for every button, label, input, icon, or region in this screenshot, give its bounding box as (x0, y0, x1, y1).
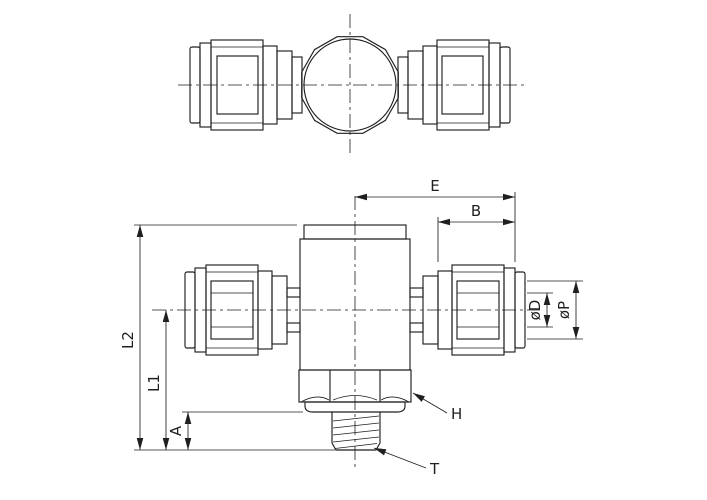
dim-label-l2: L2 (119, 331, 137, 349)
right-port-neck (397, 56, 409, 114)
left-port-collar (271, 275, 288, 345)
thread-outline (331, 412, 381, 451)
top-view (178, 14, 526, 156)
center-bore-circle (303, 38, 397, 132)
hex-nut-chamfer-arcs (300, 395, 410, 403)
top-view-right-port (397, 39, 511, 131)
top-view-left-port (189, 39, 303, 131)
right-port-sleeve-lines (452, 271, 504, 349)
left-port-tab-bottom (286, 322, 301, 333)
right-port-sleeve-lines (437, 46, 489, 124)
hex-nut-facet-lines (329, 370, 381, 402)
dim-label-b: B (471, 202, 481, 220)
dim-label-d: øD (526, 300, 544, 321)
dimensions: E B øD øP L2 L1 A H T (119, 177, 583, 478)
washer-outline (304, 401, 406, 413)
left-port-bore-lines (211, 292, 253, 328)
right-port-bore-lines (457, 292, 499, 328)
right-port-tab-bottom (409, 322, 424, 333)
dim-label-h: H (451, 405, 462, 423)
right-port-collet (441, 55, 484, 115)
dim-label-l1: L1 (145, 374, 163, 392)
left-port-tab-top (286, 287, 301, 298)
hex-body-outline (301, 36, 399, 134)
left-port-collet (216, 55, 259, 115)
front-view (152, 196, 540, 470)
top-view-center-body (301, 36, 399, 134)
right-port-tab-top (409, 287, 424, 298)
front-view-right-port (409, 264, 526, 356)
dim-label-e: E (430, 177, 439, 195)
dim-label-a: A (167, 425, 185, 436)
left-port-sleeve-lines (206, 271, 258, 349)
right-port-collar (422, 275, 439, 345)
leader-line-h (412, 392, 448, 414)
left-port-collet (210, 280, 254, 340)
left-port-sleeve-lines (211, 46, 263, 124)
front-view-thread-stud (331, 412, 381, 451)
dim-label-t: T (429, 460, 440, 478)
front-view-left-port (184, 264, 301, 356)
right-port-collet (456, 280, 500, 340)
front-view-washer (304, 401, 406, 413)
leader-line-t (373, 447, 427, 469)
dim-label-p: øP (555, 301, 573, 319)
thread-hatch-lines (332, 415, 380, 449)
